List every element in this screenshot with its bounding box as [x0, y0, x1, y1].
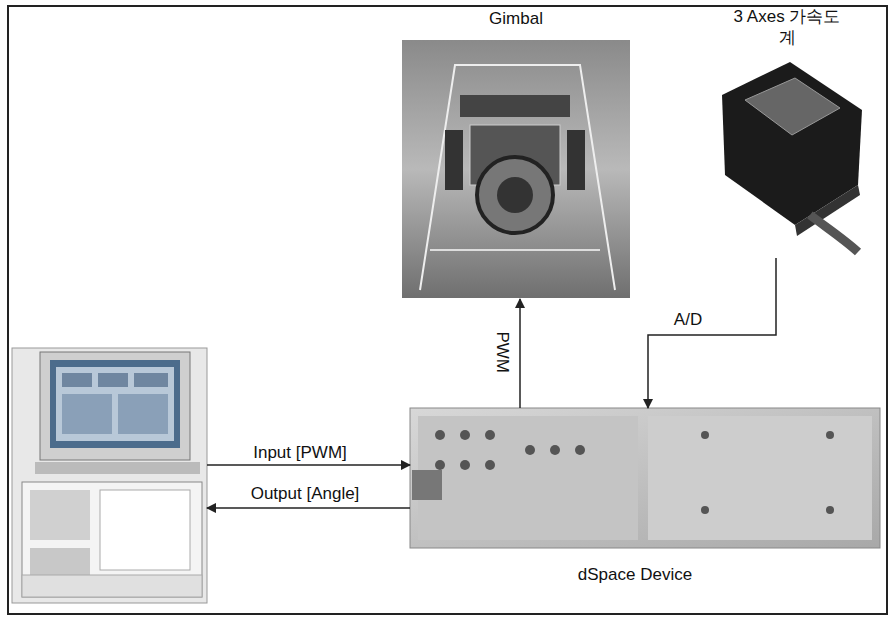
node-title: 3 Axes 가속도계 — [732, 6, 842, 49]
accelerometer-photo — [722, 62, 862, 252]
signal-arrow — [207, 464, 410, 466]
signal-label: A/D — [671, 310, 705, 330]
gimbal-node: Gimbal — [402, 40, 630, 298]
computer-node — [12, 348, 207, 603]
signal-label: Output [Angle] — [248, 484, 363, 504]
frame-border — [8, 6, 887, 614]
dspace-node: dSpace Device — [410, 408, 880, 548]
dspace-photo — [410, 408, 880, 548]
signal-arrow — [519, 299, 521, 408]
accelerometer-node: 3 Axes 가속도계 — [712, 60, 882, 255]
gimbal-photo — [402, 40, 630, 298]
signal-label: Input [PWM] — [250, 443, 350, 463]
node-title: Gimbal — [466, 8, 566, 29]
signal-label: PWM — [492, 328, 512, 376]
signal-arrow — [207, 507, 410, 509]
node-title: dSpace Device — [540, 564, 730, 585]
computer-photo — [12, 348, 207, 603]
signal-arrow — [648, 258, 776, 408]
